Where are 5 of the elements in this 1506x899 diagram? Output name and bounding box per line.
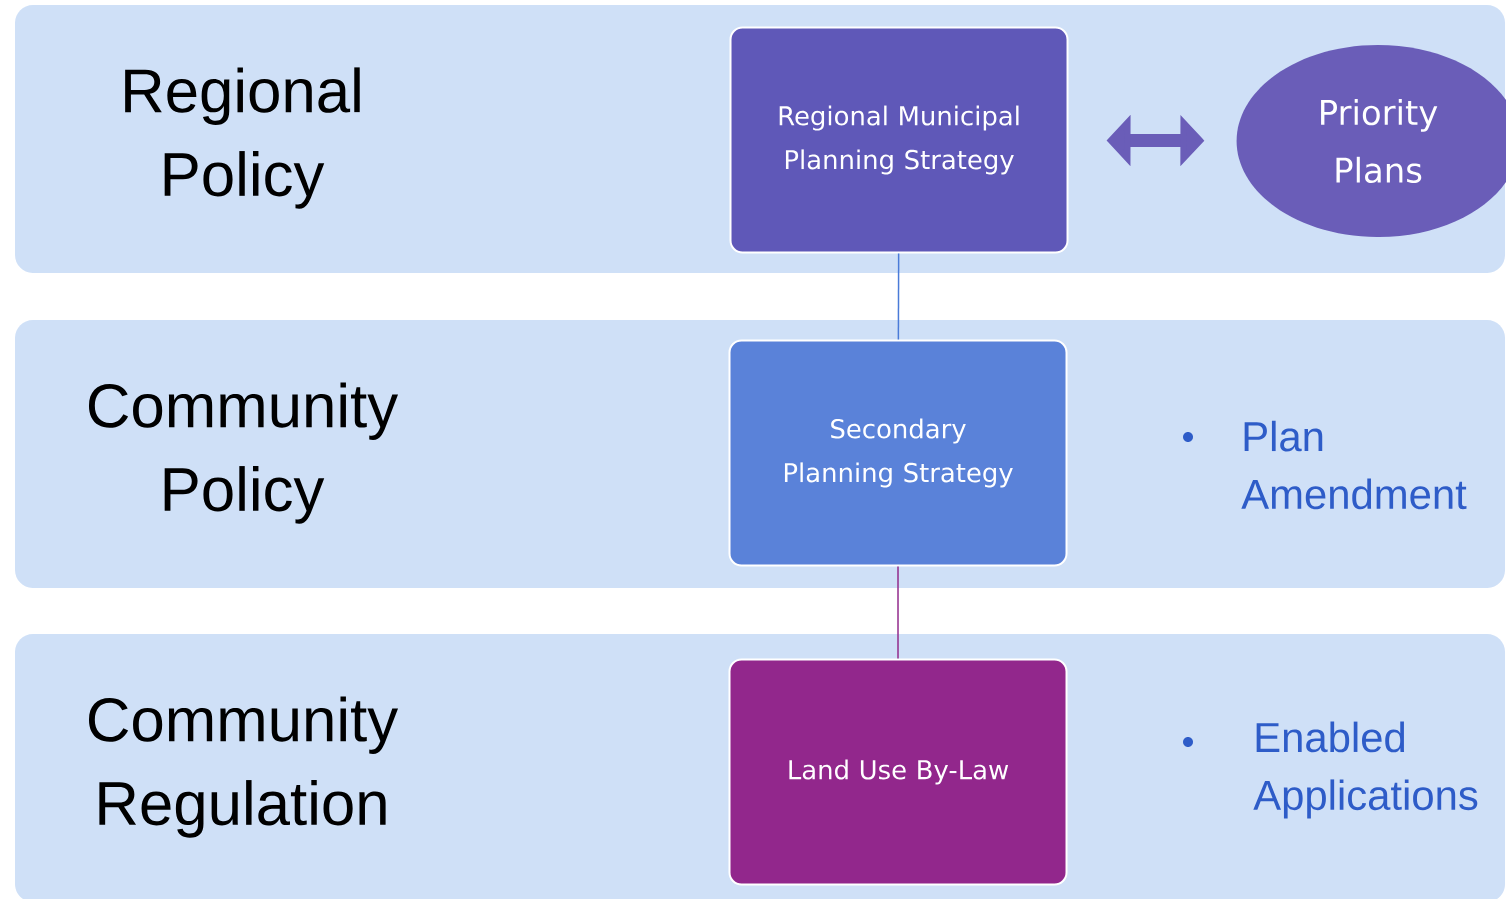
process-box: Secondary Planning Strategy	[728, 339, 1068, 567]
process-box: Land Use By-Law	[728, 658, 1068, 886]
bullet-text: Enabled Applications	[1253, 721, 1478, 819]
bullet-text: Plan Amendment	[1241, 420, 1467, 510]
process-box: Regional Municipal Planning Strategy	[729, 26, 1069, 254]
